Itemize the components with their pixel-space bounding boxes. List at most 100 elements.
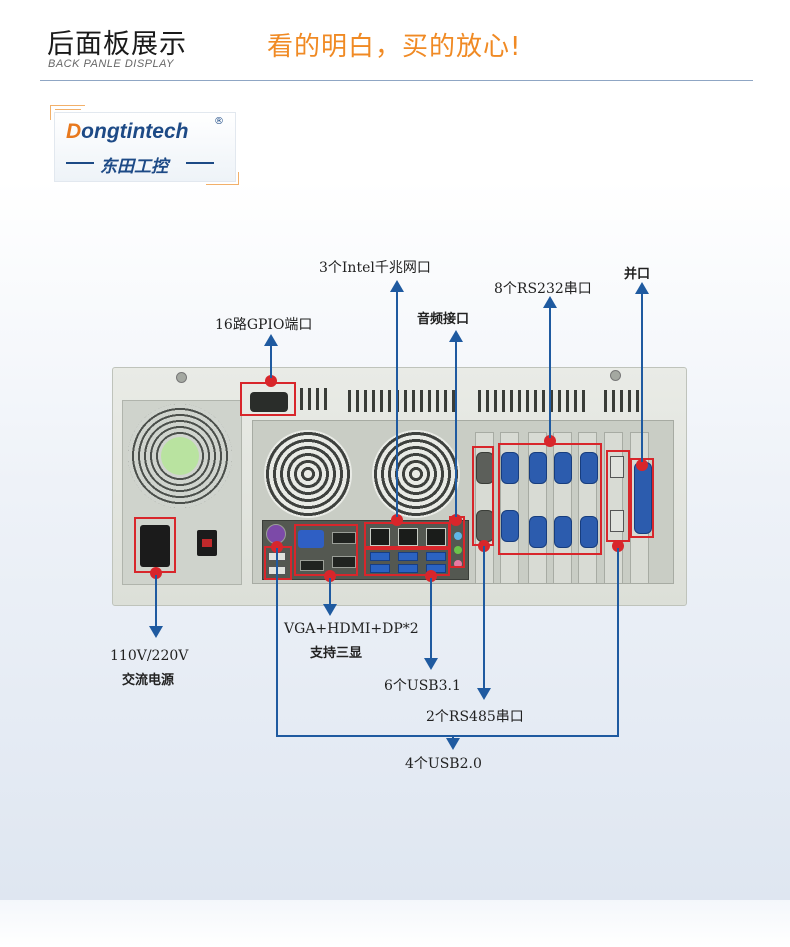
dp-port (332, 532, 356, 544)
callout-dot (425, 570, 437, 582)
label-rs485: 2个RS485串口 (426, 709, 524, 725)
usb3-port (370, 564, 390, 573)
usb2-port (610, 510, 624, 532)
highlight-video (294, 524, 358, 576)
logo-chinese-name: 东田工控 (100, 157, 168, 177)
registered-mark: ® (214, 116, 224, 127)
highlight-lan (364, 522, 450, 548)
logo-frame-corner (206, 172, 239, 185)
label-video-outputs: VGA+HDMI+DP*2 (284, 621, 419, 637)
rs232-port (580, 452, 598, 484)
arrow-down (424, 658, 438, 670)
hdmi-port (300, 560, 324, 571)
label-audio: 音频接口 (417, 312, 470, 327)
usb3-port (370, 552, 390, 561)
usb2-port (610, 456, 624, 478)
label-parallel: 并口 (624, 267, 651, 282)
arrow-down (149, 626, 163, 638)
arrow-up (635, 282, 649, 294)
label-usb20: 4个USB2.0 (405, 756, 482, 772)
callout-dot (391, 514, 403, 526)
label-rs232: 8个RS232串口 (494, 281, 592, 297)
callout-dot (636, 459, 648, 471)
callout-dot (324, 570, 336, 582)
rs232-port (554, 516, 572, 548)
logo-frame-corner (55, 109, 81, 118)
vent-grille (478, 390, 586, 412)
label-power-voltage: 110V/220V (110, 648, 189, 664)
rs232-port (501, 510, 519, 542)
audio-jack (454, 560, 462, 568)
leader-line (617, 548, 619, 736)
highlight-usb2-right (606, 450, 630, 542)
ethernet-port (370, 528, 390, 546)
page-title: 后面板展示 (47, 29, 187, 60)
logo-dash-right (186, 162, 214, 164)
screw (176, 372, 187, 383)
leader-line (483, 546, 485, 690)
dp-port (332, 556, 356, 568)
leader-line (276, 735, 619, 737)
usb3-port (398, 564, 418, 573)
audio-jack (454, 546, 462, 554)
callout-dot (544, 435, 556, 447)
leader-line (549, 308, 551, 438)
highlight-power (134, 517, 176, 573)
screw (610, 370, 621, 381)
rs232-port (529, 516, 547, 548)
logo-wordmark: Dongtintech (66, 120, 189, 144)
leader-line (455, 342, 457, 517)
callout-dot (271, 541, 283, 553)
arrow-up (449, 330, 463, 342)
callout-dot (612, 540, 624, 552)
callout-dot (265, 375, 277, 387)
leader-line (430, 578, 432, 660)
label-gpio: 16路GPIO端口 (215, 317, 313, 333)
leader-line (276, 548, 278, 736)
leader-line (329, 578, 331, 606)
power-socket (140, 525, 170, 567)
label-video-displays: 支持三显 (310, 646, 363, 661)
leader-line (396, 292, 398, 517)
callout-dot (150, 567, 162, 579)
logo-wordmark-rest: ongtintech (81, 120, 189, 143)
leader-line (641, 294, 643, 462)
arrow-down (323, 604, 337, 616)
arrow-up (264, 334, 278, 346)
leader-line (155, 575, 157, 627)
label-power-type: 交流电源 (122, 673, 175, 688)
label-usb31: 6个USB3.1 (384, 678, 461, 694)
psu-fan-hub (161, 437, 199, 475)
rs232-port (580, 516, 598, 548)
label-lan: 3个Intel千兆网口 (319, 260, 431, 276)
floor-reflection (0, 900, 790, 947)
highlight-usb31 (364, 548, 450, 576)
header-divider (40, 80, 753, 81)
rs232-port (554, 452, 572, 484)
arrow-up (390, 280, 404, 292)
gpio-connector (250, 392, 288, 412)
usb3-port (426, 552, 446, 561)
audio-jack (454, 532, 462, 540)
logo-dash-left (66, 162, 94, 164)
rs232-port (501, 452, 519, 484)
highlight-gpio (240, 382, 296, 416)
vent-grille (348, 390, 460, 412)
arrow-down (446, 738, 460, 750)
power-switch (197, 530, 217, 556)
highlight-rs232 (498, 443, 602, 555)
page-subtitle: BACK PANLE DISPLAY (48, 58, 174, 70)
vent-grille (300, 388, 328, 410)
case-fan (372, 430, 460, 518)
rs232-port (529, 452, 547, 484)
logo-box (54, 112, 236, 182)
ethernet-port (426, 528, 446, 546)
ethernet-port (398, 528, 418, 546)
logo-frame-corner (50, 105, 85, 120)
vent-grille (604, 390, 640, 412)
logo-initial: D (66, 120, 82, 143)
usb3-port (398, 552, 418, 561)
leader-line (270, 345, 272, 378)
arrow-down (477, 688, 491, 700)
case-fan (264, 430, 352, 518)
